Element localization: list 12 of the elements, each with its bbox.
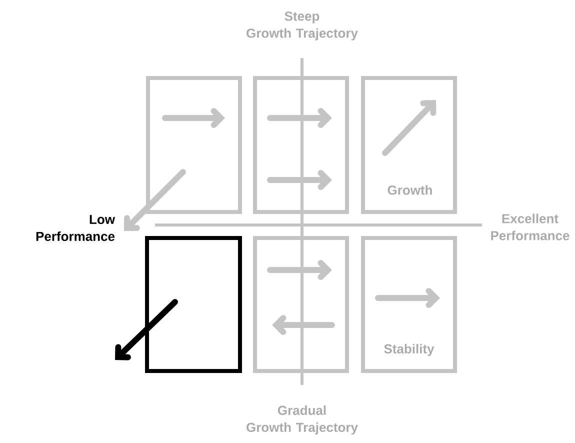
quadrant-box — [361, 76, 457, 214]
quadrant-label: Stability — [384, 344, 434, 356]
quadrant-box — [253, 76, 349, 214]
axis-label: Excellent Performance — [491, 214, 570, 240]
axis-label: Gradual Growth Trajectory — [246, 405, 358, 435]
axis-label: Steep Growth Trajectory — [246, 12, 358, 40]
quadrant-label: Growth — [388, 185, 432, 195]
quadrant-box — [361, 236, 457, 373]
quadrant-box — [253, 236, 349, 373]
axis-label: Low Performance — [36, 214, 116, 242]
quadrant-box — [145, 236, 242, 373]
quadrant-box — [146, 76, 242, 214]
